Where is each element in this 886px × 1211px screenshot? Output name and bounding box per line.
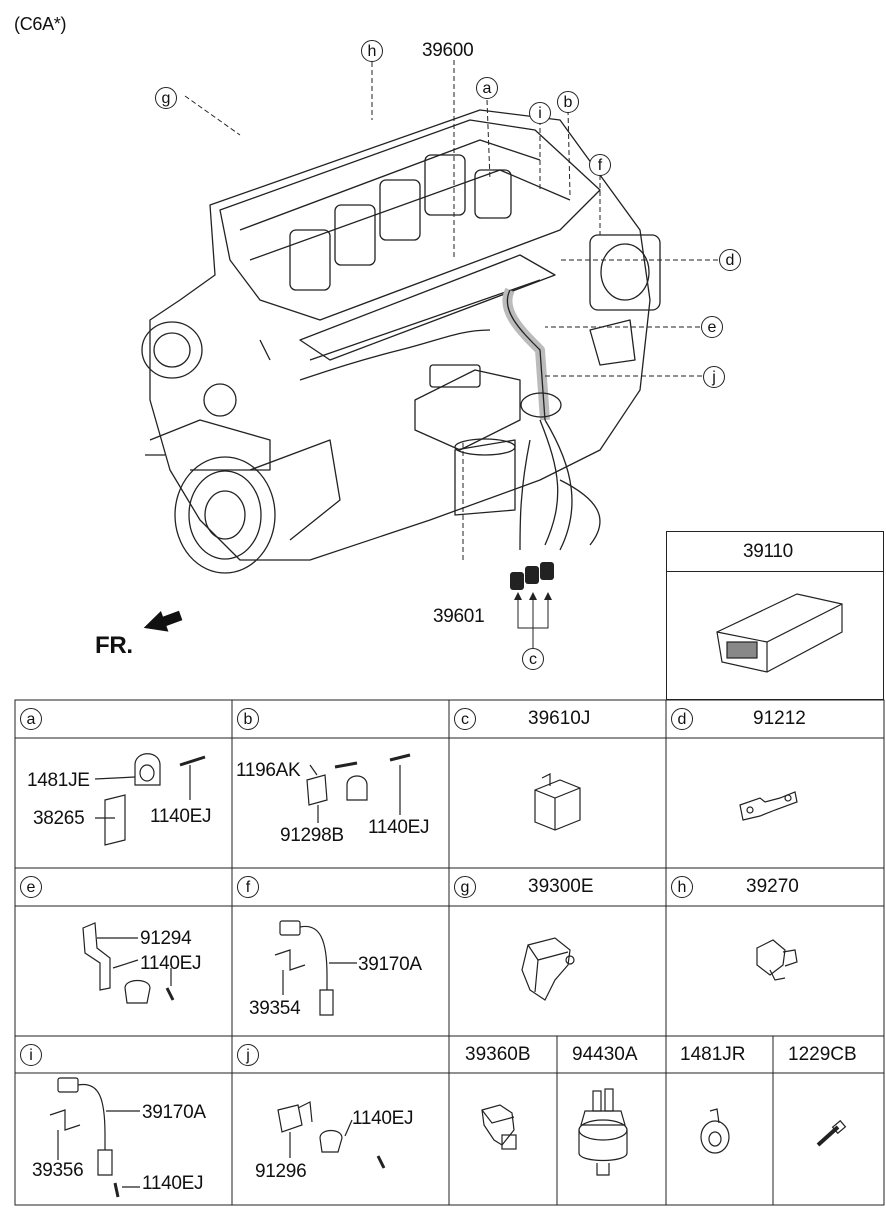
- cell-f-drawing: [274, 920, 357, 1016]
- ecu-part-number: 39110: [743, 541, 793, 562]
- callout-i: i: [529, 102, 551, 124]
- cell-e-letter: e: [20, 876, 42, 898]
- cell-m-drawing: [700, 1108, 730, 1154]
- cell-h-title: 39270: [746, 876, 799, 897]
- cell-i-part-2: 39356: [32, 1160, 84, 1181]
- cell-e-part-1: 91294: [140, 928, 192, 949]
- cell-g-drawing: [521, 937, 575, 1001]
- callout-a: a: [476, 77, 498, 99]
- cell-i-part-1: 39170A: [142, 1102, 206, 1123]
- cell-d-drawing: [739, 791, 798, 821]
- cell-j-letter: j: [237, 1044, 259, 1066]
- cell-b-part-3: 1140EJ: [368, 817, 430, 838]
- cell-g-title: 39300E: [528, 876, 594, 897]
- cell-c-letter: c: [454, 708, 476, 730]
- variant-label: (C6A*): [14, 14, 67, 34]
- cell-h-letter: h: [671, 876, 693, 898]
- cell-a-part-3: 1140EJ: [150, 806, 212, 827]
- cell-c-title: 39610J: [528, 708, 591, 729]
- ecu-drawing: [716, 593, 843, 673]
- ecu-box: 39110: [666, 531, 884, 700]
- cell-m-title: 1481JR: [680, 1044, 746, 1065]
- cell-b-letter: b: [237, 708, 259, 730]
- cell-a-letter: a: [20, 708, 42, 730]
- cell-n-drawing: [816, 1119, 847, 1147]
- cell-i-letter: i: [20, 1044, 42, 1066]
- cell-j-part-1: 1140EJ: [352, 1108, 414, 1129]
- cell-i-part-3: 1140EJ: [142, 1173, 204, 1194]
- cell-h-drawing: [756, 939, 798, 981]
- cell-e-drawing: [82, 922, 175, 1004]
- cell-k-title: 39360B: [465, 1044, 531, 1065]
- cell-b-part-2: 91298B: [280, 825, 344, 846]
- cell-a-drawing: [95, 753, 206, 846]
- cell-b-part-1: 1196AK: [236, 760, 301, 781]
- callout-b: b: [557, 91, 579, 113]
- callout-f: f: [589, 154, 611, 176]
- callout-e: e: [701, 316, 723, 338]
- callout-c: c: [522, 648, 544, 670]
- part-39601: 39601: [433, 606, 485, 627]
- cell-b-drawing: [306, 753, 411, 823]
- cell-n-title: 1229CB: [788, 1044, 857, 1065]
- cell-d-title: 91212: [753, 708, 806, 729]
- part-39600: 39600: [422, 40, 474, 61]
- callout-h: h: [361, 40, 383, 62]
- cell-k-drawing: [481, 1104, 517, 1150]
- cell-f-part-2: 39354: [249, 998, 301, 1019]
- front-label: FR.: [95, 632, 133, 659]
- cell-f-letter: f: [237, 876, 259, 898]
- cell-f-part-1: 39170A: [358, 954, 422, 975]
- cell-g-letter: g: [454, 876, 476, 898]
- cell-a-part-1: 1481JE: [27, 770, 90, 791]
- callout-g: g: [155, 87, 177, 109]
- cell-e-part-2: 1140EJ: [140, 953, 202, 974]
- cell-j-part-2: 91296: [255, 1161, 307, 1182]
- callout-d: d: [719, 249, 741, 271]
- cell-a-part-2: 38265: [33, 808, 85, 829]
- callout-j: j: [703, 366, 725, 388]
- cell-c-drawing: [534, 773, 581, 831]
- cell-j-drawing: [277, 1101, 386, 1169]
- engine-illustration: [141, 60, 718, 648]
- cell-d-letter: d: [671, 708, 693, 730]
- cell-l-drawing: [578, 1088, 628, 1176]
- cell-i-drawing: [49, 1077, 140, 1198]
- cell-l-title: 94430A: [572, 1044, 638, 1065]
